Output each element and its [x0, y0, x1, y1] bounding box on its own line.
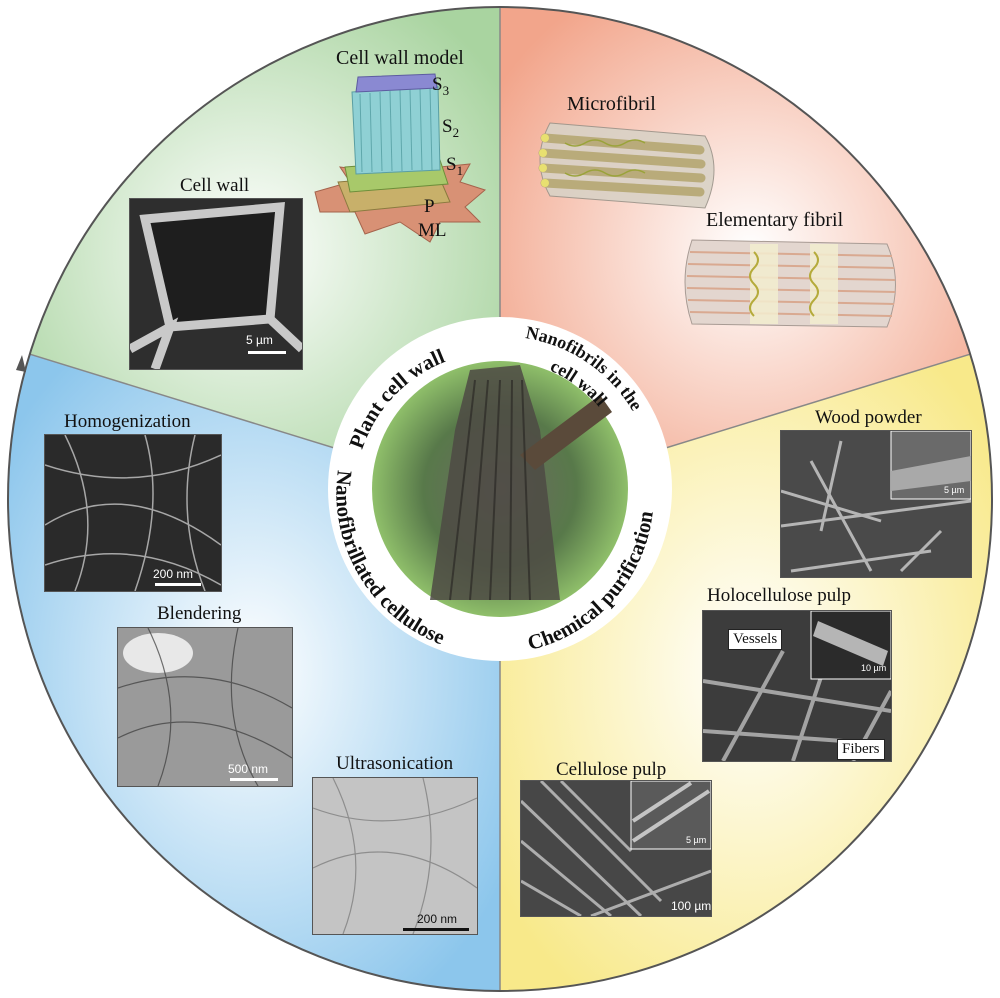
- ultrasonication-micrograph: 200 nm: [312, 777, 478, 935]
- svg-text:Nanofibrillated cellulose: Nanofibrillated cellulose: [331, 469, 448, 649]
- holocellulose-scale-label: 10 µm: [861, 663, 887, 673]
- homogenization-title: Homogenization: [64, 411, 191, 432]
- blendering-title: Blendering: [157, 603, 242, 624]
- microfibril-title: Microfibril: [567, 93, 656, 115]
- cellulose-pulp-inset-scale-label: 5 µm: [686, 835, 707, 845]
- elementary-fibril-illustration: [684, 239, 896, 328]
- svg-text:Plant cell wall: Plant cell wall: [344, 344, 448, 452]
- wood-powder-title: Wood powder: [815, 407, 922, 428]
- blendering-scale-bar: [230, 778, 278, 781]
- homogenization-scale-label: 200 nm: [153, 567, 194, 581]
- wood-powder-micrograph: 5 µm: [780, 430, 972, 578]
- ultrasonication-scale-label: 200 nm: [417, 912, 458, 926]
- svg-text:Chemical purification: Chemical purification: [525, 509, 658, 655]
- blendering-micrograph: 500 nm: [117, 627, 293, 787]
- cellulose-pulp-micrograph: 5 µm 100 µm: [520, 780, 712, 917]
- svg-text:Nanofibrils in the: Nanofibrils in the: [524, 322, 647, 414]
- layer-s2-label: S2: [442, 116, 460, 140]
- ultrasonication-scale-bar: [403, 928, 469, 931]
- elementary-fibril-title: Elementary fibril: [706, 209, 844, 231]
- holocellulose-title: Holocellulose pulp: [707, 585, 852, 606]
- label-chemical-purification: Chemical purification: [525, 509, 658, 655]
- cell-wall-scale-bar: [248, 351, 286, 354]
- label-nanofibrillated-cellulose: Nanofibrillated cellulose: [331, 469, 448, 649]
- homogenization-micrograph: 200 nm: [44, 434, 222, 592]
- label-plant-cell-wall: Plant cell wall: [344, 344, 448, 452]
- holocellulose-micrograph: Vessels Fibers 10 µm: [702, 610, 892, 762]
- vessels-tag: Vessels: [728, 629, 783, 650]
- layer-s1-label: S1: [446, 154, 464, 178]
- fibers-tag: Fibers: [837, 739, 885, 760]
- cellulose-pulp-title: Cellulose pulp: [556, 759, 667, 780]
- wood-powder-scale-label: 5 µm: [944, 485, 965, 495]
- cell-wall-scale-label: 5 µm: [246, 333, 273, 347]
- cell-wall-micrograph: 5 µm: [129, 198, 303, 370]
- label-nanofibrils-line1: Nanofibrils in the: [524, 322, 647, 414]
- cell-wall-model-illustration: [314, 73, 487, 243]
- microfibril-illustration: [538, 122, 715, 209]
- cellulose-pulp-scale-label: 100 µm: [671, 899, 712, 913]
- cell-wall-title: Cell wall: [180, 175, 250, 196]
- blendering-scale-label: 500 nm: [228, 762, 269, 776]
- ultrasonication-title: Ultrasonication: [336, 753, 454, 774]
- layer-p-label: P: [424, 196, 435, 217]
- layer-s3-label: S3: [432, 74, 450, 98]
- homogenization-scale-bar: [155, 583, 201, 586]
- layer-ml-label: ML: [418, 220, 447, 241]
- cell-wall-model-title: Cell wall model: [336, 47, 464, 69]
